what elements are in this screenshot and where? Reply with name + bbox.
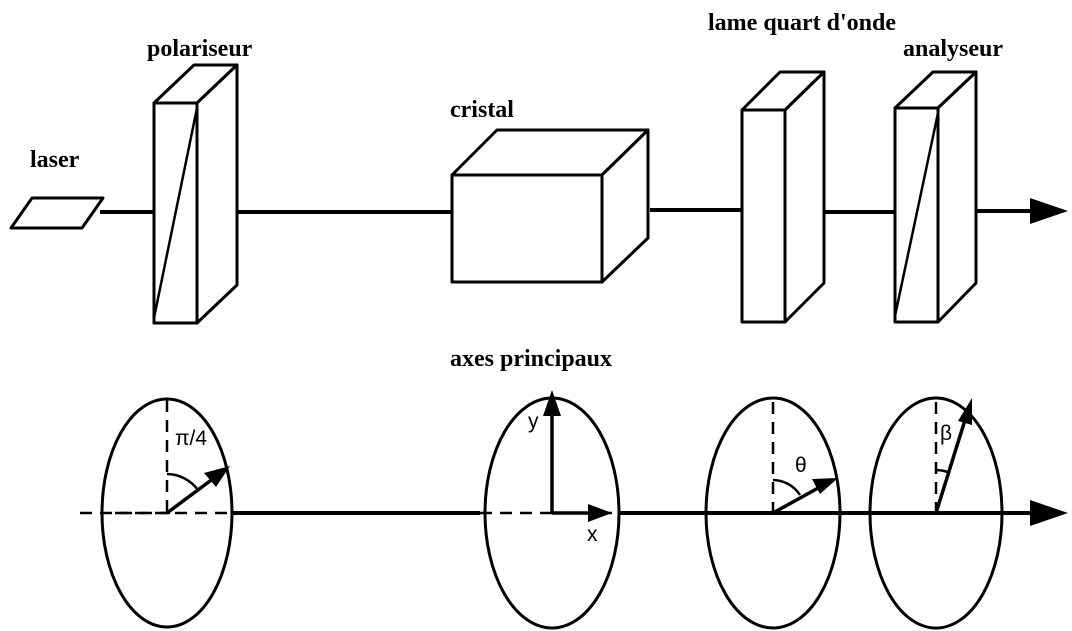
analyzer-element [893,70,978,324]
quarter-wave-plate-label: lame quart d'onde [708,10,896,36]
beam-output-arrowhead [1030,198,1068,224]
theta-symbol: θ [795,454,807,477]
propagation-axis-arrowhead [1030,500,1068,526]
beta-symbol: β [940,422,952,445]
crystal-label: cristal [450,97,514,123]
principal-axes-label: axes principaux [450,346,612,372]
quarter-wave-plate-state: θ [704,396,842,630]
polarizer-state: π/4 [100,397,234,629]
polarizer-element [152,63,239,325]
optical-bench: laser polariseur cristal lame quart d'on… [9,10,1068,325]
x-axis-symbol: x [587,523,598,546]
laser-source [9,196,105,230]
polarization-diagram: axes principaux π/4 y x [80,346,1068,630]
polarizer-label: polariseur [147,36,253,62]
analyzer-state: β [868,396,1004,630]
analyzer-label: analyseur [903,36,1003,62]
crystal-element [450,128,650,284]
y-axis-symbol: y [528,410,539,433]
crystal-axes-state: y x [483,390,621,630]
quarter-wave-plate-element [740,70,826,324]
pi-over-4-symbol: π/4 [175,427,207,450]
laser-label: laser [30,147,80,173]
